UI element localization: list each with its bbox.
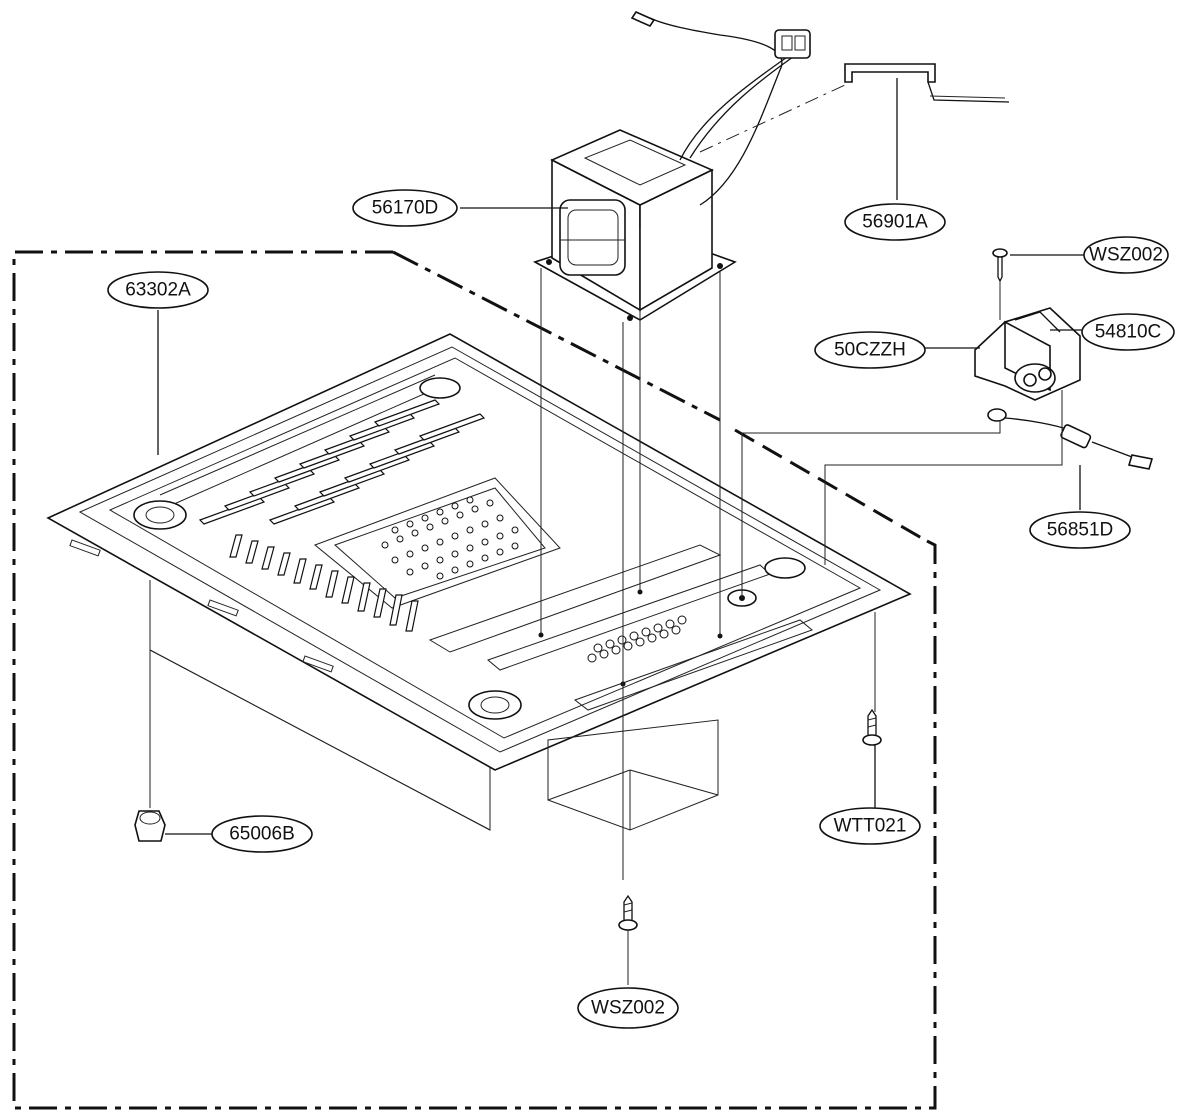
base-plate	[46, 333, 912, 831]
vent-row	[587, 615, 687, 663]
hv-diode	[987, 408, 1154, 470]
lower-louvers	[229, 534, 419, 632]
callout-label: 63302A	[125, 280, 191, 301]
callout-label: WSZ002	[1089, 245, 1163, 266]
screw-bottom	[618, 894, 638, 985]
callout-label: WTT021	[834, 816, 907, 837]
callout-label: 54810C	[1095, 322, 1162, 343]
callout-56851D: 56851D	[1029, 511, 1131, 549]
callout-63302A: 63302A	[107, 271, 209, 309]
callout-WSZ002-top: WSZ002	[1083, 236, 1169, 274]
callout-label: 56851D	[1047, 520, 1114, 541]
screw-right	[862, 708, 882, 746]
callout-50CZZH: 50CZZH	[814, 331, 926, 369]
callout-label: 65006B	[229, 824, 295, 845]
callout-label: 56901A	[862, 212, 928, 233]
assembly-boundary	[12, 250, 937, 1110]
screw-top	[992, 248, 1008, 283]
callout-54810C: 54810C	[1081, 313, 1175, 351]
nut	[134, 810, 166, 842]
callout-label: 50CZZH	[834, 340, 906, 361]
vent-hole-grid	[381, 496, 519, 580]
callout-label: WSZ002	[591, 998, 665, 1019]
callout-leaders	[157, 78, 1085, 835]
projection-box	[547, 719, 719, 831]
hv-capacitor	[974, 307, 1081, 401]
transformer	[532, 10, 811, 321]
callout-WSZ002-bottom: WSZ002	[577, 987, 679, 1029]
callout-label: 56170D	[372, 198, 439, 219]
insulator-cover	[844, 63, 1010, 103]
callout-WTT021: WTT021	[819, 807, 921, 845]
upper-louvers	[198, 399, 486, 525]
leader-lines	[149, 228, 1063, 880]
callout-56170D: 56170D	[352, 189, 458, 227]
callout-56901A: 56901A	[844, 203, 946, 241]
callout-65006B: 65006B	[211, 815, 313, 853]
